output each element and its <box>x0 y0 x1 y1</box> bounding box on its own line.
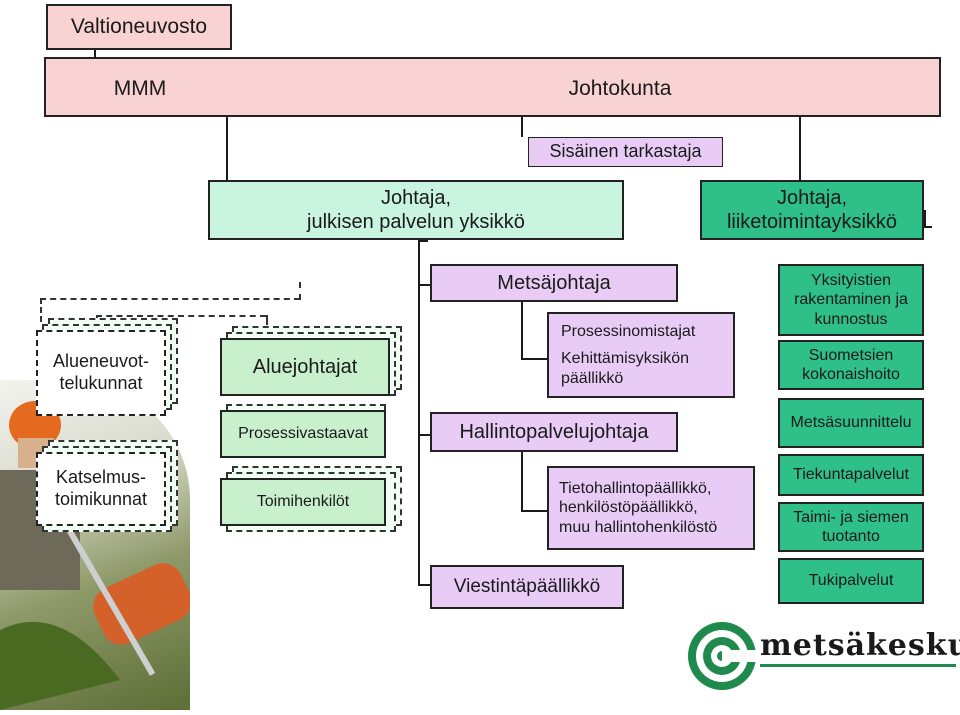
node-taimi-siemen: Taimi- ja siemen tuotanto <box>778 502 924 552</box>
line-johtokunta-tarkastaja <box>521 117 523 137</box>
metsakeskus-logo-mark <box>686 620 762 692</box>
node-prosessivastaavat-label: Prosessivastaavat <box>238 425 368 443</box>
line-metsa-proc <box>521 358 547 360</box>
node-metsajohtaja-label: Metsäjohtaja <box>497 272 611 294</box>
line-johtokunta-liike <box>799 117 801 181</box>
line-metsa-down <box>521 302 523 360</box>
node-johtokunta-label: Johtokunta <box>568 77 672 100</box>
node-kehittamis-line2: päällikkö <box>561 369 624 387</box>
node-katselmus-line2: toimikunnat <box>54 489 148 509</box>
worker-illustration <box>0 401 192 710</box>
node-prosessivastaavat: Prosessivastaavat <box>220 410 386 458</box>
node-metsasuunnittelu: Metsäsuunnittelu <box>778 398 924 448</box>
dash-line-top <box>40 298 300 300</box>
node-kehittamis-line1: Kehittämisyksikön <box>561 350 690 368</box>
node-viestinta-label: Viestintäpäällikkö <box>453 575 601 597</box>
saw-shaft <box>60 517 156 676</box>
dash-line-mid <box>96 315 266 317</box>
node-alueneuvot-line2: telukunnat <box>59 373 143 393</box>
node-hallintopalvelujohtaja: Hallintopalvelujohtaja <box>430 412 678 452</box>
forestry-worker-photo <box>0 380 192 710</box>
line-trunk-top <box>418 240 428 242</box>
node-suometsien: Suometsien kokonaishoito <box>778 340 924 390</box>
node-alueneuvot-line1: Alueneuvot- <box>52 351 150 372</box>
dash-line-left <box>40 298 42 322</box>
node-johtaja-liike-line2: liiketoimintayksikkö <box>726 211 898 233</box>
node-sisainen-tarkastaja-label: Sisäinen tarkastaja <box>549 141 702 162</box>
dash-line-mid-v2 <box>266 315 268 325</box>
node-metsasuunnittelu-label: Metsäsuunnittelu <box>790 414 912 432</box>
node-prosessinomistajat: Prosessinomistajat Kehittämisyksikön pää… <box>547 312 735 398</box>
node-tieto-line1: Tietohallintopäällikkö, <box>559 480 712 498</box>
node-johtaja-liike-line1: Johtaja, <box>776 187 848 209</box>
node-aluejohtajat-label: Aluejohtajat <box>252 356 358 378</box>
node-tukipalvelut-label: Tukipalvelut <box>808 572 894 590</box>
node-tiekuntapalvelut: Tiekuntapalvelut <box>778 454 924 496</box>
node-alueneuvottelukunnat: Alueneuvot- telukunnat <box>36 330 166 416</box>
node-valtioneuvosto-label: Valtioneuvosto <box>70 15 208 39</box>
node-suometsien-line2: kokonaishoito <box>802 366 900 383</box>
node-metsajohtaja: Metsäjohtaja <box>430 264 678 302</box>
saw-shape <box>93 563 192 645</box>
node-yksityistien-line1: Yksityistien <box>810 272 892 290</box>
node-johtaja-julkinen: Johtaja, julkisen palvelun yksikkö <box>208 180 624 240</box>
node-katselmustoimikunnat: Katselmus- toimikunnat <box>36 452 166 526</box>
node-hallintopalvelujohtaja-label: Hallintopalvelujohtaja <box>459 421 649 443</box>
node-aluejohtajat: Aluejohtajat <box>220 338 390 396</box>
logo-rings-icon <box>688 622 762 690</box>
node-toimihenkilot-label: Toimihenkilöt <box>256 493 350 511</box>
line-liike-side <box>924 210 926 226</box>
line-hallinto-tieto <box>521 510 547 512</box>
logo-underline <box>760 664 956 667</box>
node-sisainen-tarkastaja: Sisäinen tarkastaja <box>528 137 723 167</box>
node-tieto-line3: muu hallintohenkilöstö <box>559 518 718 536</box>
node-tiekuntapalvelut-label: Tiekuntapalvelut <box>793 466 909 484</box>
node-mmm-label: MMM <box>113 77 167 100</box>
line-to-metsajohtaja <box>418 284 430 286</box>
node-tietohallinto: Tietohallintopäällikkö, henkilöstöpäälli… <box>547 466 755 550</box>
node-tukipalvelut: Tukipalvelut <box>778 558 924 604</box>
line-hallinto-down <box>521 452 523 512</box>
line-trunk <box>418 240 420 585</box>
node-viestintapaallikko: Viestintäpäällikkö <box>430 565 624 609</box>
node-johtaja-liike: Johtaja, liiketoimintayksikkö <box>700 180 924 240</box>
node-toimihenkilot: Toimihenkilöt <box>220 478 386 526</box>
node-taimi-line1: Taimi- ja siemen <box>793 508 909 526</box>
node-mmm-johtokunta-band <box>44 57 941 117</box>
node-katselmus-line1: Katselmus- <box>55 467 147 488</box>
line-mmm-johtaja <box>226 97 228 181</box>
node-suometsien-line1: Suometsien <box>808 346 894 364</box>
node-taimi-line2: tuotanto <box>822 528 880 545</box>
node-yksityistien-line2: rakentaminen ja <box>794 291 908 309</box>
node-tieto-line2: henkilöstöpäällikkö, <box>559 499 698 517</box>
line-liike-side2 <box>924 226 932 228</box>
node-johtaja-julkinen-line1: Johtaja, <box>380 187 452 209</box>
metsakeskus-logo-text: metsäkeskus <box>760 628 960 663</box>
line-to-viestinta <box>418 584 430 586</box>
dash-line-right <box>299 282 301 300</box>
line-to-hallinto <box>418 434 430 436</box>
node-yksityistien-line3: kunnostus <box>814 310 888 328</box>
grass-shape <box>0 621 120 710</box>
node-johtaja-julkinen-line2: julkisen palvelun yksikkö <box>307 211 525 233</box>
node-valtioneuvosto: Valtioneuvosto <box>46 4 232 50</box>
node-prosessinomistajat-label: Prosessinomistajat <box>561 323 696 341</box>
node-yksityistien: Yksityistien rakentaminen ja kunnostus <box>778 264 924 336</box>
